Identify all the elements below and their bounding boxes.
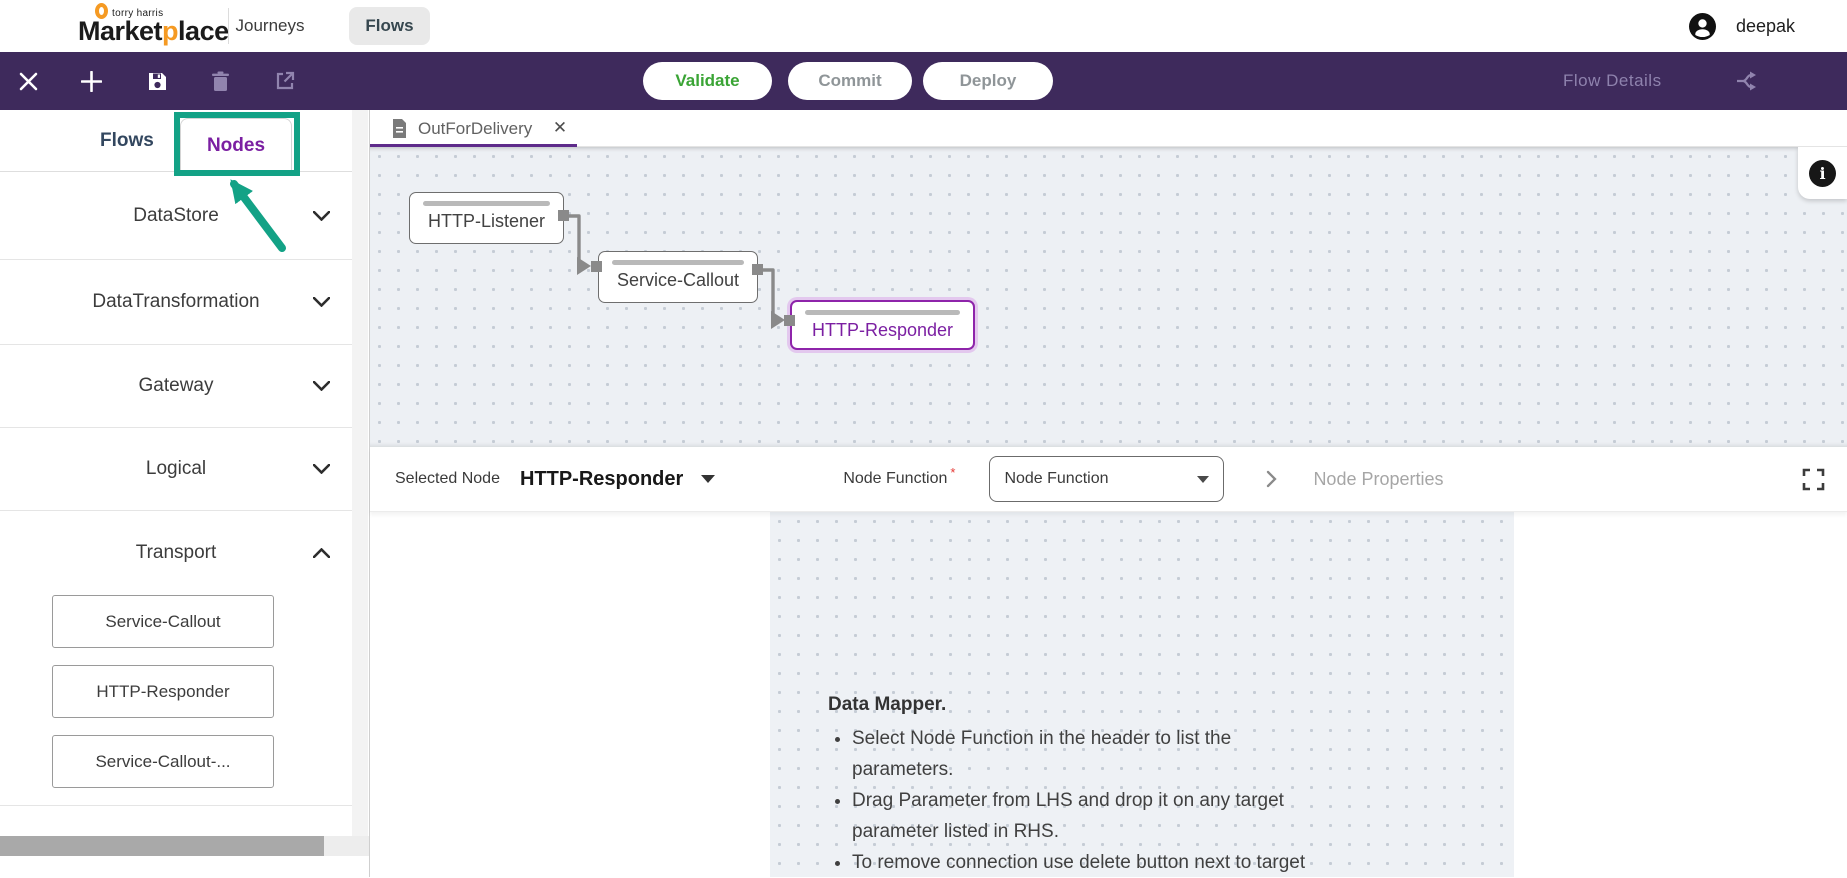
- palette-node-service-callout-2[interactable]: Service-Callout-...: [52, 735, 274, 788]
- flow-node-http-listener[interactable]: HTTP-Listener: [409, 192, 564, 244]
- data-mapper-help: Data Mapper. Select Node Function in the…: [828, 694, 1368, 878]
- logo-tagline: torry harris: [112, 8, 164, 19]
- floppy-icon[interactable]: [140, 52, 174, 110]
- header-divider: [228, 8, 229, 44]
- node-label: Service-Callout: [616, 270, 740, 290]
- brand-logo: torry harris Marketplace: [38, 2, 238, 50]
- sidebar-divider: [0, 805, 352, 806]
- category-gateway[interactable]: Gateway: [0, 345, 352, 428]
- plus-icon[interactable]: [74, 52, 108, 110]
- node-header-bar: [612, 260, 744, 265]
- palette-node-http-responder[interactable]: HTTP-Responder: [52, 665, 274, 718]
- category-datatransformation[interactable]: DataTransformation: [0, 260, 352, 345]
- node-label: HTTP-Responder: [811, 320, 954, 340]
- commit-button[interactable]: Commit: [788, 62, 912, 100]
- data-mapper-panel: Data Mapper. Select Node Function in the…: [370, 512, 1847, 877]
- flow-node-http-responder-selected[interactable]: HTTP-Responder: [790, 300, 975, 350]
- nav-tab-flows[interactable]: Flows: [349, 7, 430, 45]
- instruction-item: To remove connection use delete button n…: [852, 847, 1368, 878]
- data-mapper-instructions: Select Node Function in the header to li…: [852, 723, 1368, 878]
- user-avatar-icon[interactable]: [1688, 12, 1716, 40]
- chevron-down-icon[interactable]: [313, 297, 330, 307]
- open-in-new-icon[interactable]: [268, 52, 302, 110]
- selected-node-header: Selected Node HTTP-Responder Node Functi…: [370, 447, 1847, 512]
- logo-brand-text: Marketplace: [78, 16, 229, 46]
- active-tab-underline: [370, 144, 577, 148]
- category-label: DataTransformation: [92, 291, 260, 312]
- node-function-select[interactable]: Node Function: [989, 456, 1225, 502]
- node-header-bar: [423, 201, 550, 206]
- node-label: HTTP-Listener: [427, 211, 546, 231]
- fullscreen-icon[interactable]: [1802, 468, 1825, 491]
- close-icon[interactable]: [11, 52, 45, 110]
- user-name: deepak: [1735, 15, 1795, 36]
- flow-tabbar: OutForDelivery ✕: [370, 110, 1847, 148]
- flow-toolbar: Validate Commit Deploy Flow Details: [0, 52, 1847, 110]
- user-menu[interactable]: deepak: [1688, 0, 1795, 52]
- info-icon[interactable]: i: [1809, 159, 1836, 187]
- required-asterisk: *: [950, 465, 956, 480]
- chevron-down-icon[interactable]: [313, 210, 330, 221]
- flow-tab-outfordelivery[interactable]: OutForDelivery ✕: [370, 110, 577, 148]
- category-transport[interactable]: Transport: [0, 511, 352, 595]
- chevron-down-icon: [1197, 475, 1210, 483]
- instruction-item: Select Node Function in the header to li…: [852, 723, 1368, 785]
- category-label: Logical: [145, 458, 207, 479]
- sidebar-tab-nodes[interactable]: Nodes: [180, 118, 292, 172]
- close-tab-icon[interactable]: ✕: [552, 118, 568, 137]
- sidebar-tab-flows[interactable]: Flows: [100, 130, 154, 151]
- flow-editor-main: OutForDelivery ✕ HTTP-Listener Service-C…: [370, 110, 1847, 877]
- data-mapper-dropzone[interactable]: [770, 512, 1514, 877]
- validate-button[interactable]: Validate: [643, 62, 772, 100]
- chevron-down-icon[interactable]: [701, 475, 716, 483]
- chevron-right-icon[interactable]: [1266, 470, 1278, 488]
- canvas-info-panel: i: [1798, 147, 1847, 199]
- instruction-item: Drag Parameter from LHS and drop it on a…: [852, 785, 1368, 847]
- sidebar-vertical-scrollbar[interactable]: [352, 110, 368, 856]
- category-label: Transport: [135, 542, 217, 563]
- palette-node-service-callout[interactable]: Service-Callout: [52, 595, 274, 648]
- trash-icon[interactable]: [203, 52, 237, 110]
- flow-canvas[interactable]: HTTP-Listener Service-Callout HTTP-Respo…: [370, 147, 1847, 447]
- scrollbar-thumb[interactable]: [0, 836, 324, 856]
- data-mapper-title: Data Mapper.: [828, 694, 947, 715]
- top-header: torry harris Marketplace Journeys Flows …: [0, 0, 1847, 52]
- document-icon: [392, 119, 407, 138]
- node-header-bar: [805, 310, 960, 315]
- sidebar-tabs: Flows Nodes: [0, 110, 352, 172]
- sidebar-horizontal-scrollbar[interactable]: [0, 836, 369, 856]
- node-properties-label: Node Properties: [1313, 468, 1444, 489]
- chevron-down-icon[interactable]: [313, 464, 330, 474]
- nav-tab-journeys[interactable]: Journeys: [235, 16, 305, 35]
- category-label: DataStore: [133, 204, 219, 226]
- deploy-button[interactable]: Deploy: [923, 62, 1053, 100]
- chevron-down-icon[interactable]: [313, 381, 330, 391]
- chevron-up-icon[interactable]: [313, 548, 330, 558]
- node-palette-sidebar: Flows Nodes DataStore DataTransformation…: [0, 110, 370, 877]
- route-icon[interactable]: [1735, 52, 1759, 110]
- selected-node-value[interactable]: HTTP-Responder: [519, 467, 684, 490]
- category-datastore[interactable]: DataStore: [0, 172, 352, 260]
- selected-node-label: Selected Node: [395, 470, 500, 487]
- node-function-select-value: Node Function: [1004, 470, 1109, 487]
- flow-connectors: [558, 210, 795, 329]
- flow-details-label: Flow Details: [1563, 71, 1662, 90]
- node-function-label: Node Function*: [843, 465, 956, 487]
- flow-tab-title: OutForDelivery: [418, 118, 533, 138]
- logo-ring-icon: [95, 3, 108, 19]
- category-label: Gateway: [138, 375, 214, 396]
- flow-node-service-callout[interactable]: Service-Callout: [598, 251, 758, 303]
- category-logical[interactable]: Logical: [0, 428, 352, 511]
